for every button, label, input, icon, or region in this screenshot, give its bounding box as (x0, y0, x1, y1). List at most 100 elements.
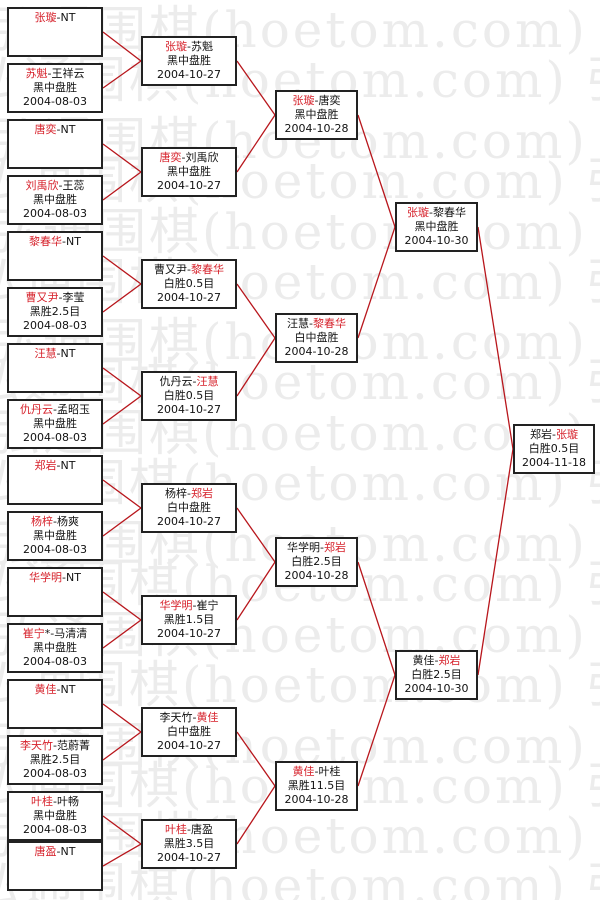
loser-name: 崔宁 (196, 599, 219, 612)
separator: - (56, 123, 61, 136)
winner-name: 叶桂 (165, 823, 187, 836)
match-players: 黄佳-叶桂 (277, 765, 356, 779)
winner-name: 苏魁 (25, 67, 48, 80)
winner-name: 张璇 (555, 428, 578, 441)
separator: - (56, 347, 61, 360)
loser-name: 杨爽 (56, 515, 79, 528)
separator: *- (44, 627, 55, 640)
winner-name: 唐奕 (159, 151, 182, 164)
match-date: 2004-10-28 (284, 122, 349, 135)
match-box: 汪慧-NT (7, 343, 103, 393)
loser-name: NT (60, 845, 76, 858)
separator: - (314, 94, 319, 107)
match-players: 曹又尹-黎春华 (143, 263, 235, 277)
bracket-connector (236, 561, 276, 621)
match-result: 黑胜3.5目 (163, 837, 215, 850)
loser-name: 李莹 (62, 291, 85, 304)
match-date: 2004-10-27 (157, 403, 221, 416)
match-players: 黎春华-NT (9, 235, 101, 249)
winner-name: 黄佳 (292, 765, 315, 778)
loser-name: 杨梓 (165, 487, 187, 500)
match-players: 唐奕-刘禹欣 (143, 151, 235, 165)
bracket-connector (357, 561, 396, 676)
match-date: 2004-08-03 (23, 207, 87, 220)
bracket-connector (102, 143, 142, 173)
match-result: 黑中盘胜 (33, 529, 77, 542)
bracket-connector (102, 31, 142, 62)
separator: - (62, 235, 67, 248)
winner-name: 郑岩 (190, 487, 213, 500)
match-result: 黑中盘胜 (414, 220, 459, 233)
separator: - (58, 291, 63, 304)
match-date (9, 263, 101, 277)
winner-name: 黎春华 (312, 317, 346, 330)
bracket-connector (102, 815, 142, 845)
match-box: 郑岩-NT (7, 455, 103, 505)
match-result: 白胜0.5目 (528, 442, 580, 455)
match-players: 曹又尹-李莹 (9, 291, 101, 305)
match-date (9, 375, 101, 389)
bracket-connector (102, 843, 142, 867)
match-result (9, 249, 101, 263)
match-players: 汪慧-NT (9, 347, 101, 361)
winner-name: 华学明 (159, 599, 193, 612)
winner-name: 黄佳 (196, 711, 219, 724)
match-result: 黑中盘胜 (33, 81, 77, 94)
match-result: 白胜0.5目 (163, 277, 215, 290)
match-date: 2004-10-27 (157, 291, 221, 304)
winner-name: 李天竹 (20, 739, 53, 752)
bracket-connector (236, 60, 276, 116)
separator: - (187, 40, 191, 53)
loser-name: 唐奕 (318, 94, 341, 107)
separator: - (56, 845, 61, 858)
match-date: 2004-10-27 (157, 515, 221, 528)
winner-name: 叶桂 (31, 795, 53, 808)
match-players: 黄佳-NT (9, 683, 101, 697)
match-result: 白中盘胜 (167, 725, 211, 738)
bracket-connector (357, 226, 396, 339)
loser-name: 华学明 (287, 541, 320, 554)
separator: - (309, 317, 313, 330)
loser-name: 唐盈 (190, 823, 213, 836)
bracket-connector (102, 507, 142, 537)
match-box: 唐奕-NT (7, 119, 103, 169)
match-players: 张璇-NT (9, 11, 101, 25)
match-date (9, 873, 101, 887)
loser-name: 刘禹欣 (185, 151, 219, 164)
match-result: 黑中盘胜 (33, 809, 77, 822)
bracket-connector (102, 395, 142, 425)
match-box: 华学明-NT (7, 567, 103, 617)
match-result: 白中盘胜 (294, 331, 339, 344)
bracket-connector (102, 731, 142, 761)
match-date: 2004-10-28 (284, 793, 349, 806)
match-date: 2004-10-28 (284, 569, 349, 582)
match-players: 叶桂-唐盈 (143, 823, 235, 837)
winner-name: 仇丹云 (20, 403, 53, 416)
separator: - (320, 541, 324, 554)
winner-name: 郑岩 (323, 541, 346, 554)
bracket-connector (102, 60, 142, 89)
loser-name: 马清清 (54, 627, 88, 640)
match-result (9, 697, 101, 711)
match-players: 张璇-黎春华 (397, 206, 476, 220)
winner-name: 唐奕 (34, 123, 57, 136)
match-result: 黑胜2.5目 (29, 305, 81, 318)
winner-name: 黎春华 (29, 235, 63, 248)
match-date: 2004-08-03 (23, 655, 87, 668)
bracket-connector (477, 226, 514, 450)
match-players: 郑岩-NT (9, 459, 101, 473)
loser-name: NT (60, 459, 76, 472)
match-result (9, 25, 101, 39)
match-result: 黑中盘胜 (33, 641, 77, 654)
loser-name: NT (60, 123, 76, 136)
match-players: 华学明-崔宁 (143, 599, 235, 613)
loser-name: NT (60, 683, 76, 696)
